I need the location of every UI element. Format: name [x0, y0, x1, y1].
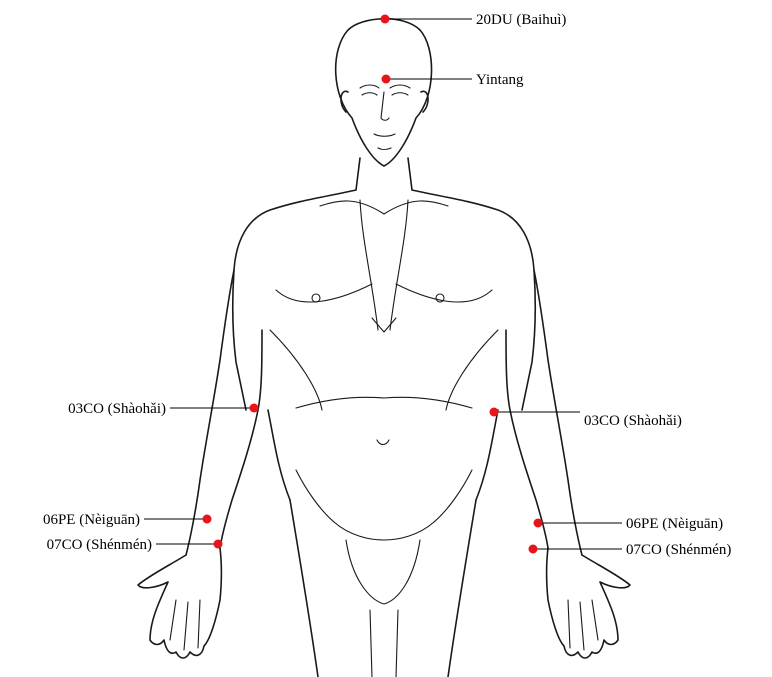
acupoint-shaohai-left — [490, 408, 499, 417]
head — [336, 19, 432, 166]
acupoint-yintang — [382, 75, 391, 84]
label-neiguan-left: 06PE (Nèiguān) — [626, 516, 723, 532]
acupoint-neiguan-right — [203, 515, 212, 524]
acupoint-baihui — [381, 15, 390, 24]
label-yintang: Yintang — [476, 72, 524, 88]
acupoint-neiguan-left — [534, 519, 543, 528]
label-shenmen-left: 07CO (Shénmén) — [626, 542, 731, 558]
label-shaohai-left: 03CO (Shàohǎi) — [584, 413, 682, 429]
arm-right — [138, 270, 262, 658]
label-shenmen-right: 07CO (Shénmén) — [47, 537, 152, 553]
arm-left — [506, 270, 630, 658]
label-shaohai-right: 03CO (Shàohǎi) — [68, 401, 166, 417]
acupoint-labels: 20DU (Baihuì) Yintang 03CO (Shàohǎi) 03C… — [43, 12, 731, 558]
acupoint-shenmen-left — [529, 545, 538, 554]
torso — [233, 158, 536, 677]
acupoint-shenmen-right — [214, 540, 223, 549]
label-baihui: 20DU (Baihuì) — [476, 12, 566, 28]
label-neiguan-right: 06PE (Nèiguān) — [43, 512, 140, 528]
acupoint-shaohai-right — [250, 404, 259, 413]
